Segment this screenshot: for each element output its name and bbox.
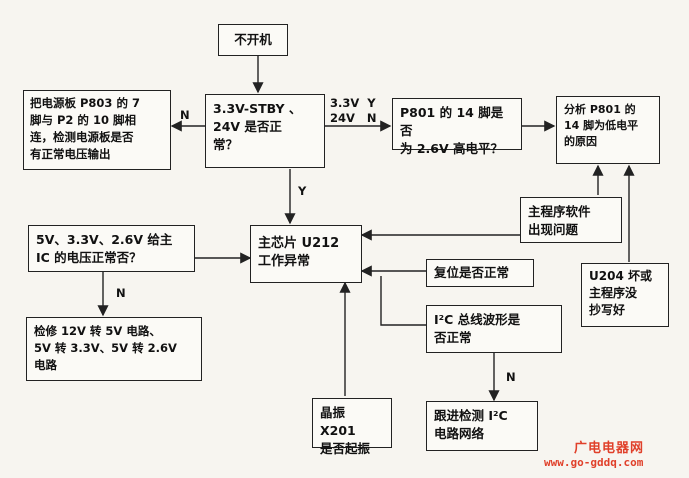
label-n-voltage: N [116,286,126,300]
label-n-i2c: N [506,370,516,384]
node-check-voltages: 5V、3.3V、2.6V 给主 IC 的电压正常否？ [28,225,195,272]
node-main-chip: 主芯片 U212 工作异常 [250,225,362,283]
node-i2c-network: 跟进检测 I²C 电路网络 [426,401,538,451]
node-i2c-wave: I²C 总线波形是 否正常 [426,305,562,353]
node-repair: 检修 12V 转 5V 电路、 5V 转 3.3V、5V 转 2.6V 电路 [26,317,202,381]
edge-i2c-mainchip [380,276,426,326]
label-y-down: Y [298,184,307,198]
watermark-site-name: 广电电器网 [574,441,645,456]
node-u204: U204 坏或 主程序没 抄写好 [581,263,669,327]
node-check-psu: 把电源板 P803 的 7 脚与 P2 的 10 脚相 连，检测电源板是否 有正… [23,90,171,170]
node-reset: 复位是否正常 [426,259,534,287]
label-yn-values: 3.3V Y 24V N [330,96,377,125]
node-main-program: 主程序软件 出现问题 [520,197,622,243]
node-analyze-p801: 分析 P801 的 14 脚为低电平 的原因 [556,96,660,164]
watermark-url: www.go-gddq.com [544,456,644,469]
node-crystal: 晶振 X201 是否起振 [312,398,392,456]
node-no-power: 不开机 [218,24,288,56]
label-n-left: N [180,108,190,122]
node-check-standby: 3.3V-STBY 、 24V 是否正 常？ [205,94,325,168]
node-check-p801: P801 的 14 脚是否 为 2.6V 高电平？ [392,98,522,156]
